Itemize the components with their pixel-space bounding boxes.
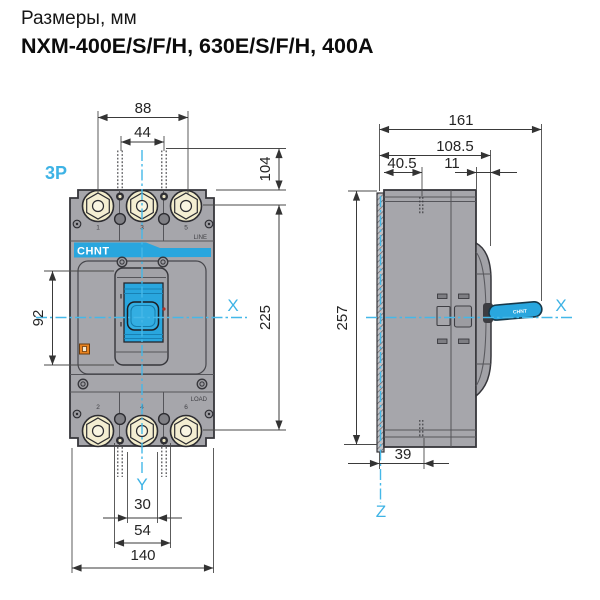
side-view: CHNT X Z 161 108.5 — [334, 112, 573, 521]
dim-stud-span-44: 44 — [120, 124, 165, 151]
panel-screw — [196, 378, 208, 390]
panel-screw — [157, 256, 169, 268]
page-title: Размеры, мм — [21, 8, 137, 29]
svg-text:92: 92 — [30, 310, 47, 327]
dim-slot-width-30: 30 — [103, 452, 182, 523]
dim-total-height-257: 257 — [334, 190, 377, 445]
svg-text:44: 44 — [134, 124, 151, 141]
svg-text:161: 161 — [448, 112, 473, 129]
breaker-side-body: CHNT — [383, 189, 543, 448]
mount-hole — [113, 412, 127, 426]
terminal-stud-dotted-lines — [117, 150, 167, 477]
dim-front-step-11: 11 — [444, 155, 517, 189]
front-view: 3P — [30, 100, 286, 573]
barrier-screw — [160, 192, 168, 201]
dim-mount-depth-39: 39 — [348, 438, 449, 469]
svg-text:88: 88 — [135, 100, 152, 117]
line-side-label: LINE — [194, 235, 207, 241]
barrier-screw — [160, 436, 168, 445]
case-screw — [204, 219, 214, 229]
brand-logo-text: CHNT — [77, 246, 110, 258]
svg-text:257: 257 — [334, 305, 351, 330]
panel-screw — [116, 256, 128, 268]
mount-hole — [157, 412, 171, 426]
terminal-nut — [81, 414, 115, 448]
terminal-nut — [169, 414, 203, 448]
case-screw — [72, 219, 82, 229]
case-screw — [204, 409, 214, 419]
model-subtitle: NXM-400E/S/F/H, 630E/S/F/H, 400A — [21, 34, 374, 58]
svg-text:108.5: 108.5 — [436, 138, 474, 155]
status-dot — [162, 307, 166, 311]
vent-slot — [437, 293, 448, 299]
mechanism-detail — [436, 305, 451, 327]
terminal-number: 2 — [96, 404, 100, 411]
axis-y-label: Y — [136, 475, 147, 494]
mechanism-detail — [453, 305, 473, 328]
svg-text:225: 225 — [257, 305, 274, 330]
svg-text:39: 39 — [395, 446, 412, 463]
svg-text:11: 11 — [444, 155, 460, 172]
panel-screw — [77, 378, 89, 390]
case-screw — [72, 409, 82, 419]
dim-terminal-pitch-225: 225 — [203, 204, 286, 431]
svg-text:104: 104 — [257, 156, 274, 181]
trip-indicator — [79, 343, 90, 355]
svg-text:40.5: 40.5 — [387, 155, 416, 172]
svg-text:30: 30 — [134, 496, 151, 513]
terminal-number: 1 — [96, 225, 100, 232]
axis-x-label-side: X — [555, 296, 566, 315]
vent-slot — [458, 293, 470, 299]
dim-back-depth-40-5: 40.5 — [384, 155, 423, 196]
load-side-label: LOAD — [191, 397, 208, 403]
axis-z-label: Z — [376, 502, 386, 521]
dim-stud-height-104: 104 — [166, 148, 286, 191]
dim-inner-width-54: 54 — [114, 443, 171, 548]
dim-terminal-span-88: 88 — [97, 100, 189, 194]
mount-hole — [157, 212, 171, 226]
dim-total-width-140: 140 — [71, 448, 214, 573]
toggle-handle-knob — [126, 301, 160, 331]
axis-x-label-front: X — [227, 296, 238, 315]
terminal-nut — [169, 189, 203, 223]
terminal-number: 5 — [184, 225, 188, 232]
side-toggle-handle: CHNT — [488, 300, 543, 321]
handle-brand-text: CHNT — [513, 308, 527, 315]
dim-body-depth-108-5: 108.5 — [379, 138, 491, 246]
terminal-nut — [81, 189, 115, 223]
dim-window-height-92: 92 — [30, 270, 114, 366]
terminal-number: 6 — [184, 404, 188, 411]
vent-slot — [437, 338, 448, 344]
pole-count-label: 3P — [45, 163, 67, 183]
barrier-screw — [116, 192, 124, 201]
svg-text:140: 140 — [130, 547, 155, 564]
mount-hole — [113, 212, 127, 226]
vent-slot — [458, 338, 470, 344]
svg-text:54: 54 — [134, 522, 151, 539]
barrier-screw — [116, 436, 124, 445]
